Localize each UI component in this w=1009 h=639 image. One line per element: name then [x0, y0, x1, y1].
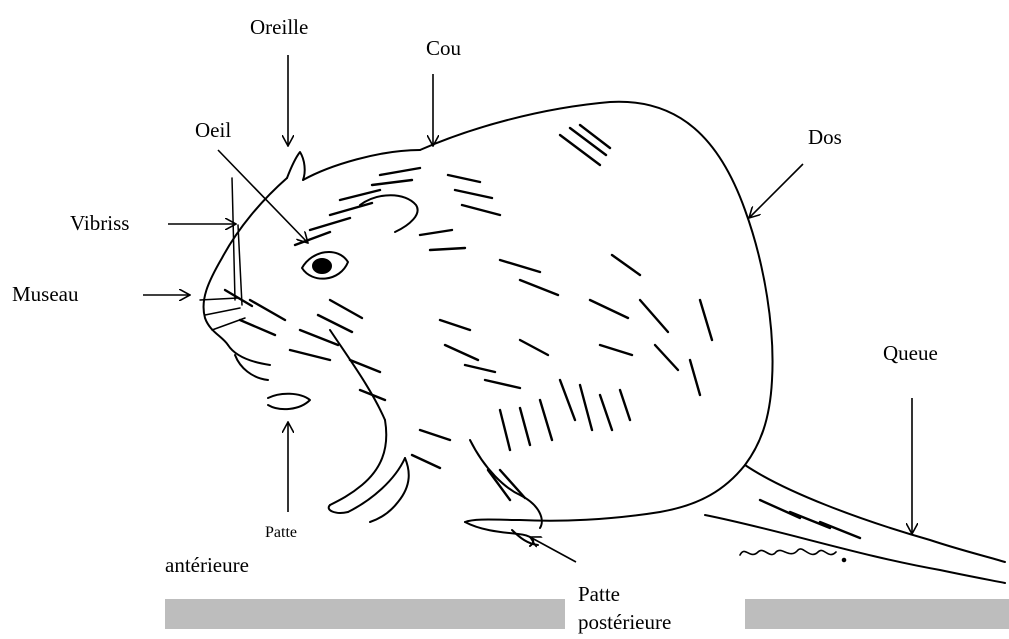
label-patte-anterieure-line1: Patte — [265, 525, 297, 541]
pointer-arrows — [143, 55, 912, 562]
label-patte-posterieure-line1: Patte — [578, 584, 620, 605]
label-queue: Queue — [883, 343, 938, 364]
label-dos: Dos — [808, 127, 842, 148]
whiskers — [200, 178, 245, 330]
label-patte-anterieure-line2: antérieure — [165, 555, 249, 576]
label-oreille: Oreille — [250, 17, 308, 38]
arrow-dos — [749, 164, 803, 218]
artist-signature — [740, 549, 846, 562]
label-oeil: Oeil — [195, 120, 231, 141]
arrow-oeil — [218, 150, 308, 243]
bottom-bar-right — [745, 599, 1009, 629]
arrow-patte-posterieure — [530, 537, 576, 562]
label-museau: Museau — [12, 284, 79, 305]
label-patte-posterieure-line2: postérieure — [578, 612, 671, 633]
label-cou: Cou — [426, 38, 461, 59]
label-vibriss: Vibriss — [70, 213, 129, 234]
bottom-bar-left — [165, 599, 565, 629]
